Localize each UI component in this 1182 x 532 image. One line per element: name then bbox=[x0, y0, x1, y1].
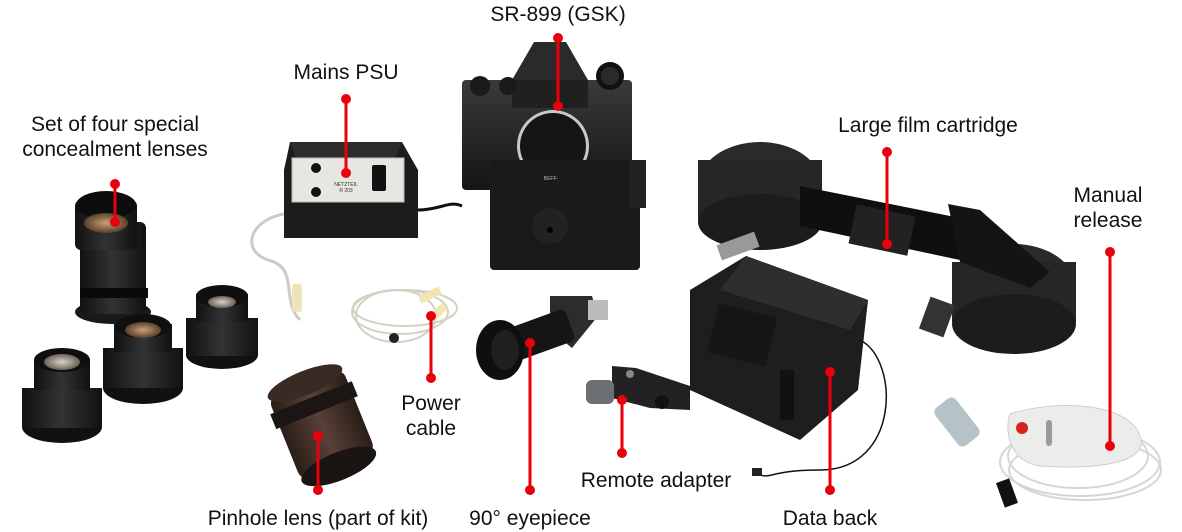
label-pinhole: Pinhole lens (part of kit) bbox=[207, 507, 429, 530]
label-power-cable: Power cable bbox=[401, 391, 461, 441]
eyepiece-90 bbox=[476, 296, 608, 380]
callout-data-back bbox=[825, 367, 835, 495]
remote-adapter bbox=[586, 366, 690, 410]
callout-pinhole bbox=[313, 431, 323, 495]
label-manual-release-line-2: release bbox=[1073, 209, 1143, 232]
lens-small-3 bbox=[186, 285, 258, 369]
label-lenses-line-1: Set of four special bbox=[30, 113, 200, 136]
callout-markers bbox=[110, 33, 1115, 495]
lens-small-1 bbox=[22, 348, 102, 443]
psu-panel-text-2: R 203 bbox=[339, 188, 353, 194]
label-remote: Remote adapter bbox=[580, 469, 732, 492]
callout-power-cable bbox=[426, 311, 436, 383]
large-film-cartridge bbox=[698, 142, 1076, 354]
callout-lenses bbox=[110, 179, 120, 227]
label-data-back: Data back bbox=[782, 507, 878, 530]
callout-camera bbox=[553, 33, 563, 111]
label-power-cable-line-1: Power bbox=[401, 392, 461, 415]
label-power-cable-line-2: cable bbox=[405, 417, 457, 440]
callout-eyepiece bbox=[525, 338, 535, 495]
label-film-cartridge: Large film cartridge bbox=[838, 114, 1018, 137]
mains-psu: NETZTEIL R 203 bbox=[250, 142, 463, 322]
camera-sr899: BEFF- bbox=[462, 42, 646, 270]
manual-release-unit bbox=[934, 397, 1162, 508]
lens-small-2 bbox=[103, 314, 183, 404]
callout-film-cartridge bbox=[882, 147, 892, 249]
label-eyepiece: 90° eyepiece bbox=[469, 507, 591, 530]
label-lenses-line-2: concealment lenses bbox=[22, 138, 208, 161]
label-manual-release-line-1: Manual bbox=[1073, 184, 1143, 207]
callout-manual-release bbox=[1105, 247, 1115, 451]
pinhole-lens bbox=[267, 364, 377, 487]
callout-psu bbox=[341, 94, 351, 178]
psu-panel-text-1: NETZTEIL bbox=[334, 182, 358, 188]
callout-remote bbox=[617, 395, 627, 458]
label-camera: SR-899 (GSK) bbox=[490, 3, 626, 26]
concealment-lenses bbox=[22, 191, 258, 443]
lens-large bbox=[75, 191, 151, 324]
power-cable bbox=[351, 286, 458, 343]
camera-back-text: BEFF- bbox=[544, 176, 559, 182]
label-manual-release: Manual release bbox=[1074, 183, 1143, 233]
label-psu: Mains PSU bbox=[293, 61, 399, 84]
data-back bbox=[690, 256, 887, 477]
label-lenses: Set of four special concealment lenses bbox=[22, 112, 208, 162]
